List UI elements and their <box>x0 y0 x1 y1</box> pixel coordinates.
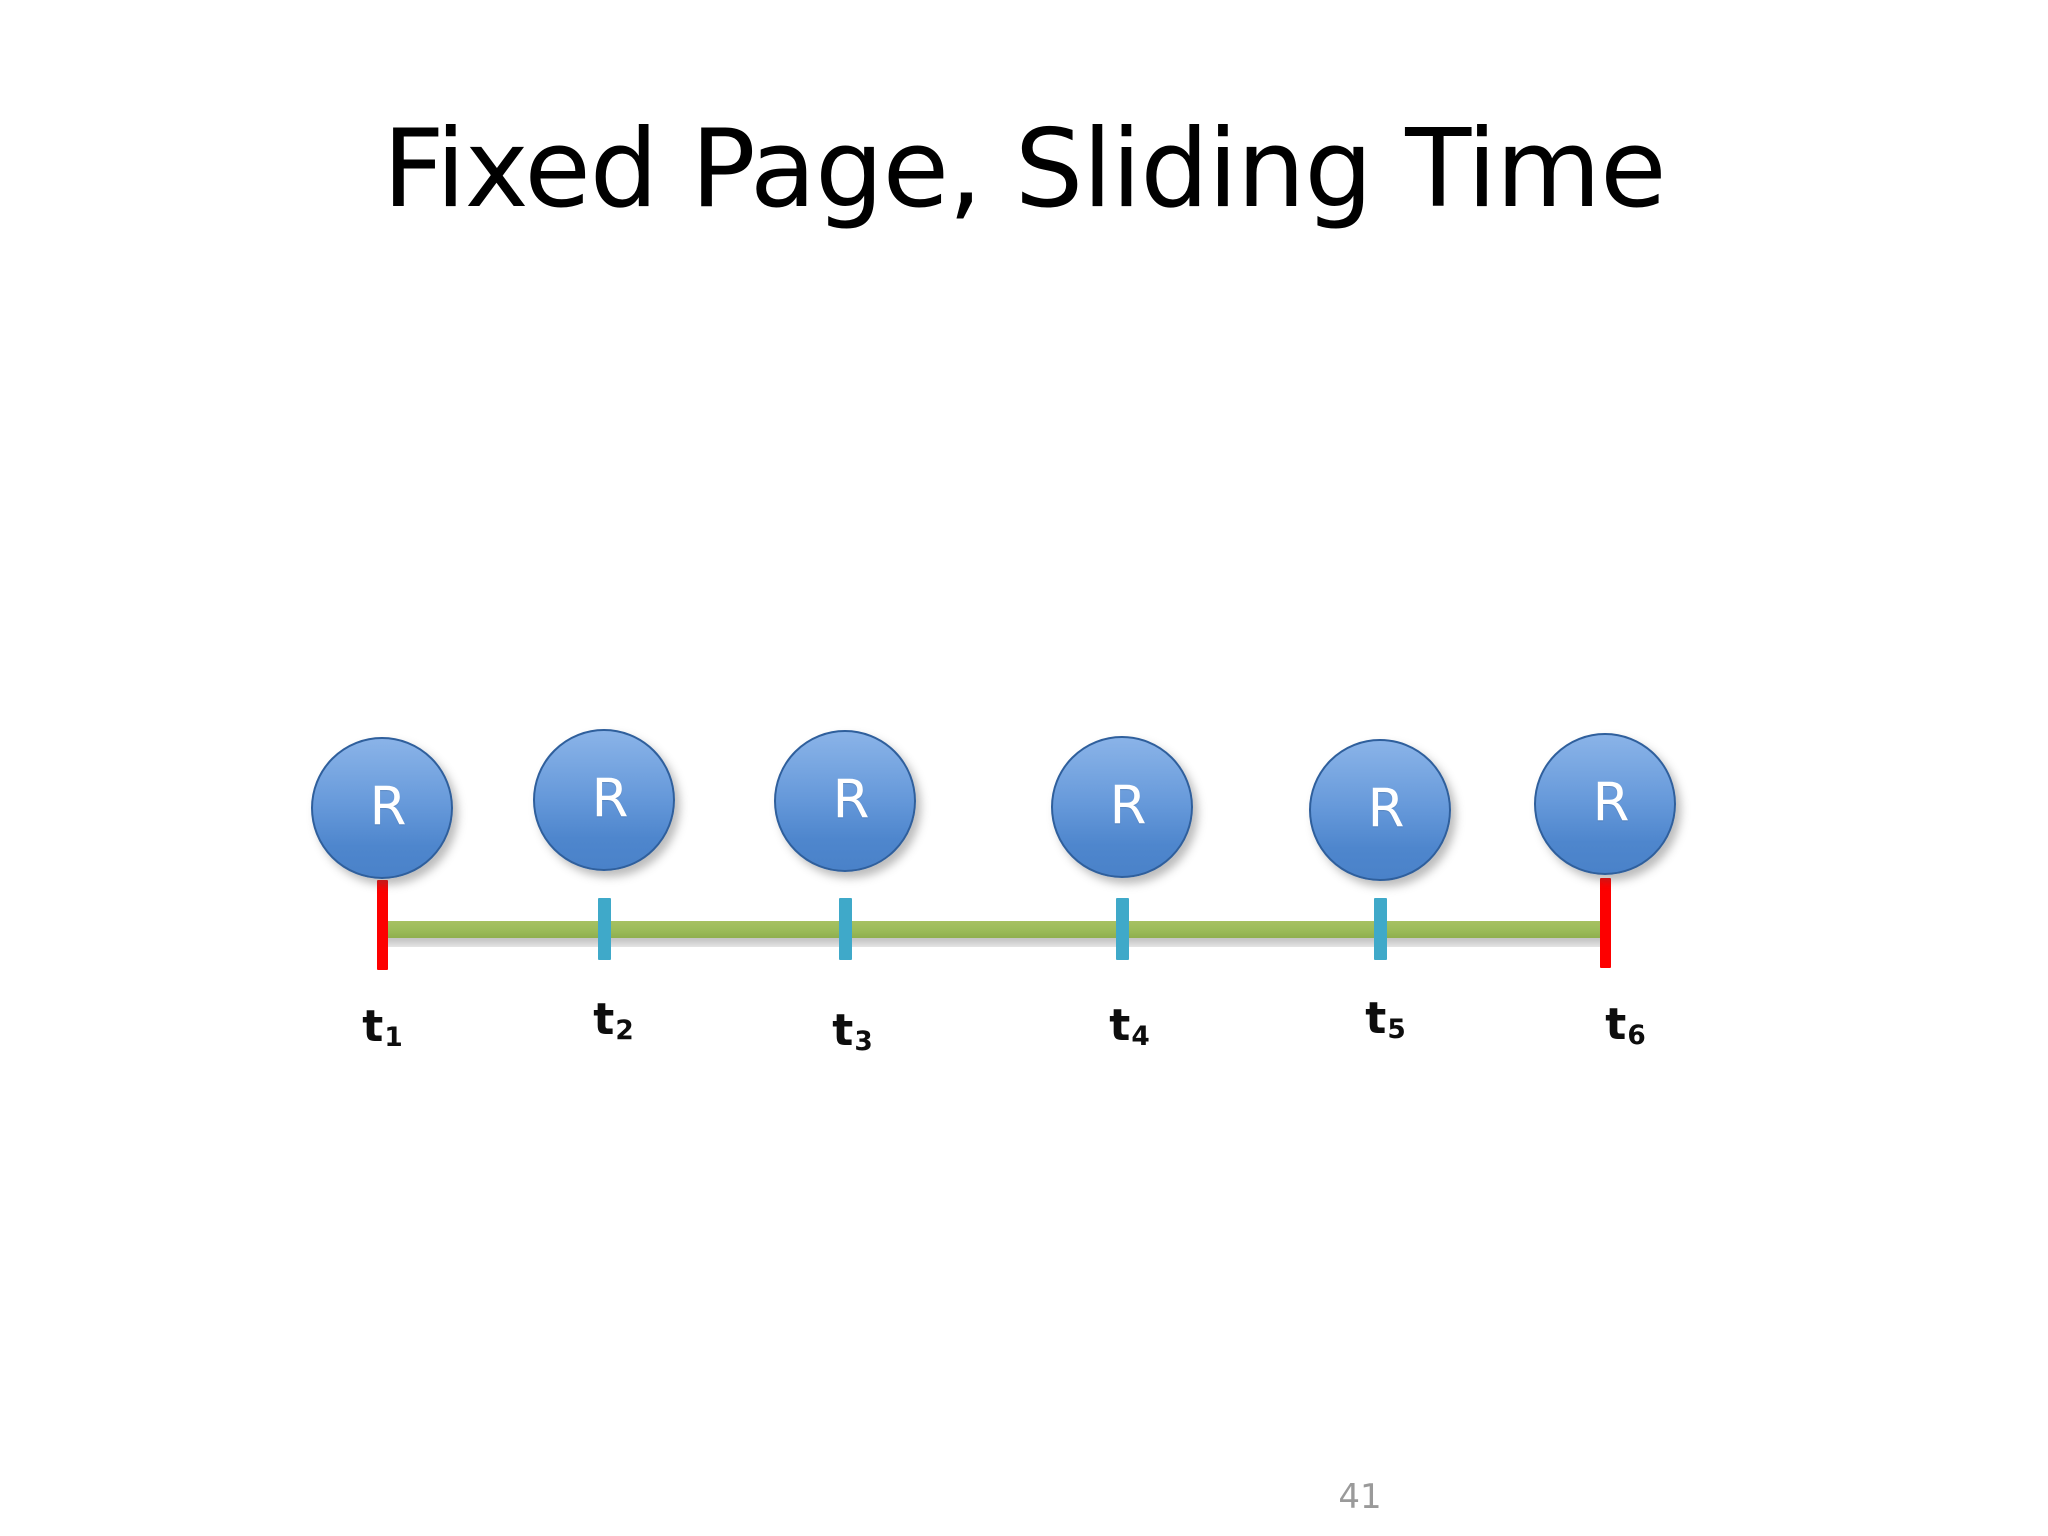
timeline-node-label: R <box>1592 771 1630 833</box>
time-axis-label-6: t6 <box>1565 1003 1685 1049</box>
time-label-subscript: 4 <box>1131 1020 1150 1052</box>
timeline-tick-t4 <box>1115 898 1129 960</box>
time-axis-label-4: t4 <box>1069 1004 1189 1050</box>
timeline-node-label: R <box>832 768 870 830</box>
timeline-node-3[interactable]: R <box>774 730 916 872</box>
time-label-base: t <box>1365 993 1387 1044</box>
time-label-base: t <box>593 994 615 1045</box>
timeline-node-label: R <box>1109 774 1147 836</box>
time-label-subscript: 6 <box>1627 1019 1646 1051</box>
timeline-node-label: R <box>1367 777 1405 839</box>
timeline-tick-t1 <box>376 880 388 970</box>
timeline-green-bar <box>377 921 1607 938</box>
time-axis-label-1: t1 <box>322 1005 442 1051</box>
timeline-node-2[interactable]: R <box>533 729 675 871</box>
time-label-subscript: 1 <box>384 1021 403 1053</box>
timeline-tick-t5 <box>1373 898 1387 960</box>
time-label-subscript: 2 <box>615 1014 634 1046</box>
timeline-node-6[interactable]: R <box>1534 733 1676 875</box>
timeline-node-5[interactable]: R <box>1309 739 1451 881</box>
page-number: 41 <box>1338 1477 1382 1517</box>
time-label-base: t <box>1605 999 1627 1050</box>
time-axis-label-3: t3 <box>792 1009 912 1055</box>
timeline-tick-t6 <box>1599 878 1611 968</box>
time-label-base: t <box>362 1001 384 1052</box>
timeline-node-label: R <box>369 775 407 837</box>
time-label-base: t <box>1109 1000 1131 1051</box>
time-label-subscript: 5 <box>1387 1013 1406 1045</box>
time-label-subscript: 3 <box>854 1025 873 1057</box>
time-axis-label-2: t2 <box>553 998 673 1044</box>
timeline-node-1[interactable]: R <box>311 737 453 879</box>
timeline-tick-t3 <box>838 898 852 960</box>
time-label-base: t <box>832 1005 854 1056</box>
timeline-node-label: R <box>591 767 629 829</box>
timeline-node-4[interactable]: R <box>1051 736 1193 878</box>
page-title: Fixed Page, Sliding Time <box>382 107 1666 232</box>
timeline-tick-t2 <box>597 898 611 960</box>
time-axis-label-5: t5 <box>1325 997 1445 1043</box>
